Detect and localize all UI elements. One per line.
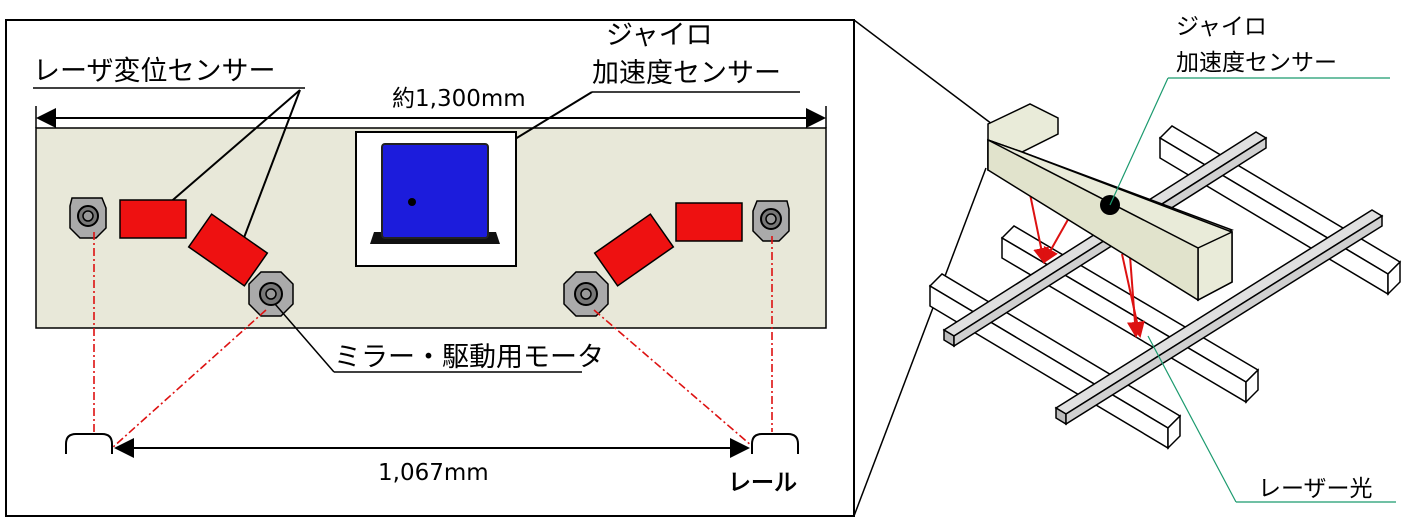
gauge-label: 1,067mm: [378, 460, 489, 486]
laser-box-right-straight: [675, 202, 743, 242]
mirror-motor-right-inner: [563, 271, 609, 317]
gyro-label-line2: 加速度センサー: [592, 58, 781, 89]
mirror-motor-left-outer: [69, 197, 107, 239]
laser-sensor-leader-1: [151, 89, 301, 219]
gyro-center-dot: [408, 198, 416, 206]
measuring-beam-3d: [987, 103, 1234, 302]
gyro-unit: [381, 143, 489, 239]
laser-sensor-label: レーザ変位センサー: [33, 56, 275, 87]
connector-bottom: [853, 167, 987, 517]
mirror-motor-label: ミラー・駆動用モータ: [334, 342, 604, 373]
rail-head-right: [751, 433, 799, 454]
rail-head-left: [65, 433, 113, 454]
gyro3d-label-line1: ジャイロ: [1176, 14, 1267, 40]
gyro3d-leader: [1109, 77, 1169, 206]
laser-box-right-angled: [593, 213, 675, 287]
mirror-leader: [274, 303, 335, 373]
connector-top: [853, 19, 993, 125]
laser-beams-3d: [1029, 193, 1145, 338]
width-total-label: 約1,300mm: [392, 86, 526, 112]
gyro-label-line1: ジャイロ: [606, 20, 713, 51]
laser-box-left-angled: [187, 213, 269, 287]
gyro3d-label-line2: 加速度センサー: [1176, 50, 1337, 76]
laser-box-left-straight: [119, 199, 187, 239]
laser-light-leader: [1147, 335, 1237, 503]
rail-label: レール: [728, 470, 797, 496]
laser-sensor-leader-2: [233, 89, 301, 265]
laser-paths: [93, 232, 773, 449]
laser-light-label: レーザー光: [1258, 476, 1373, 502]
mirror-motor-left-inner: [248, 271, 294, 317]
mirror-motor-right-outer: [752, 200, 790, 242]
